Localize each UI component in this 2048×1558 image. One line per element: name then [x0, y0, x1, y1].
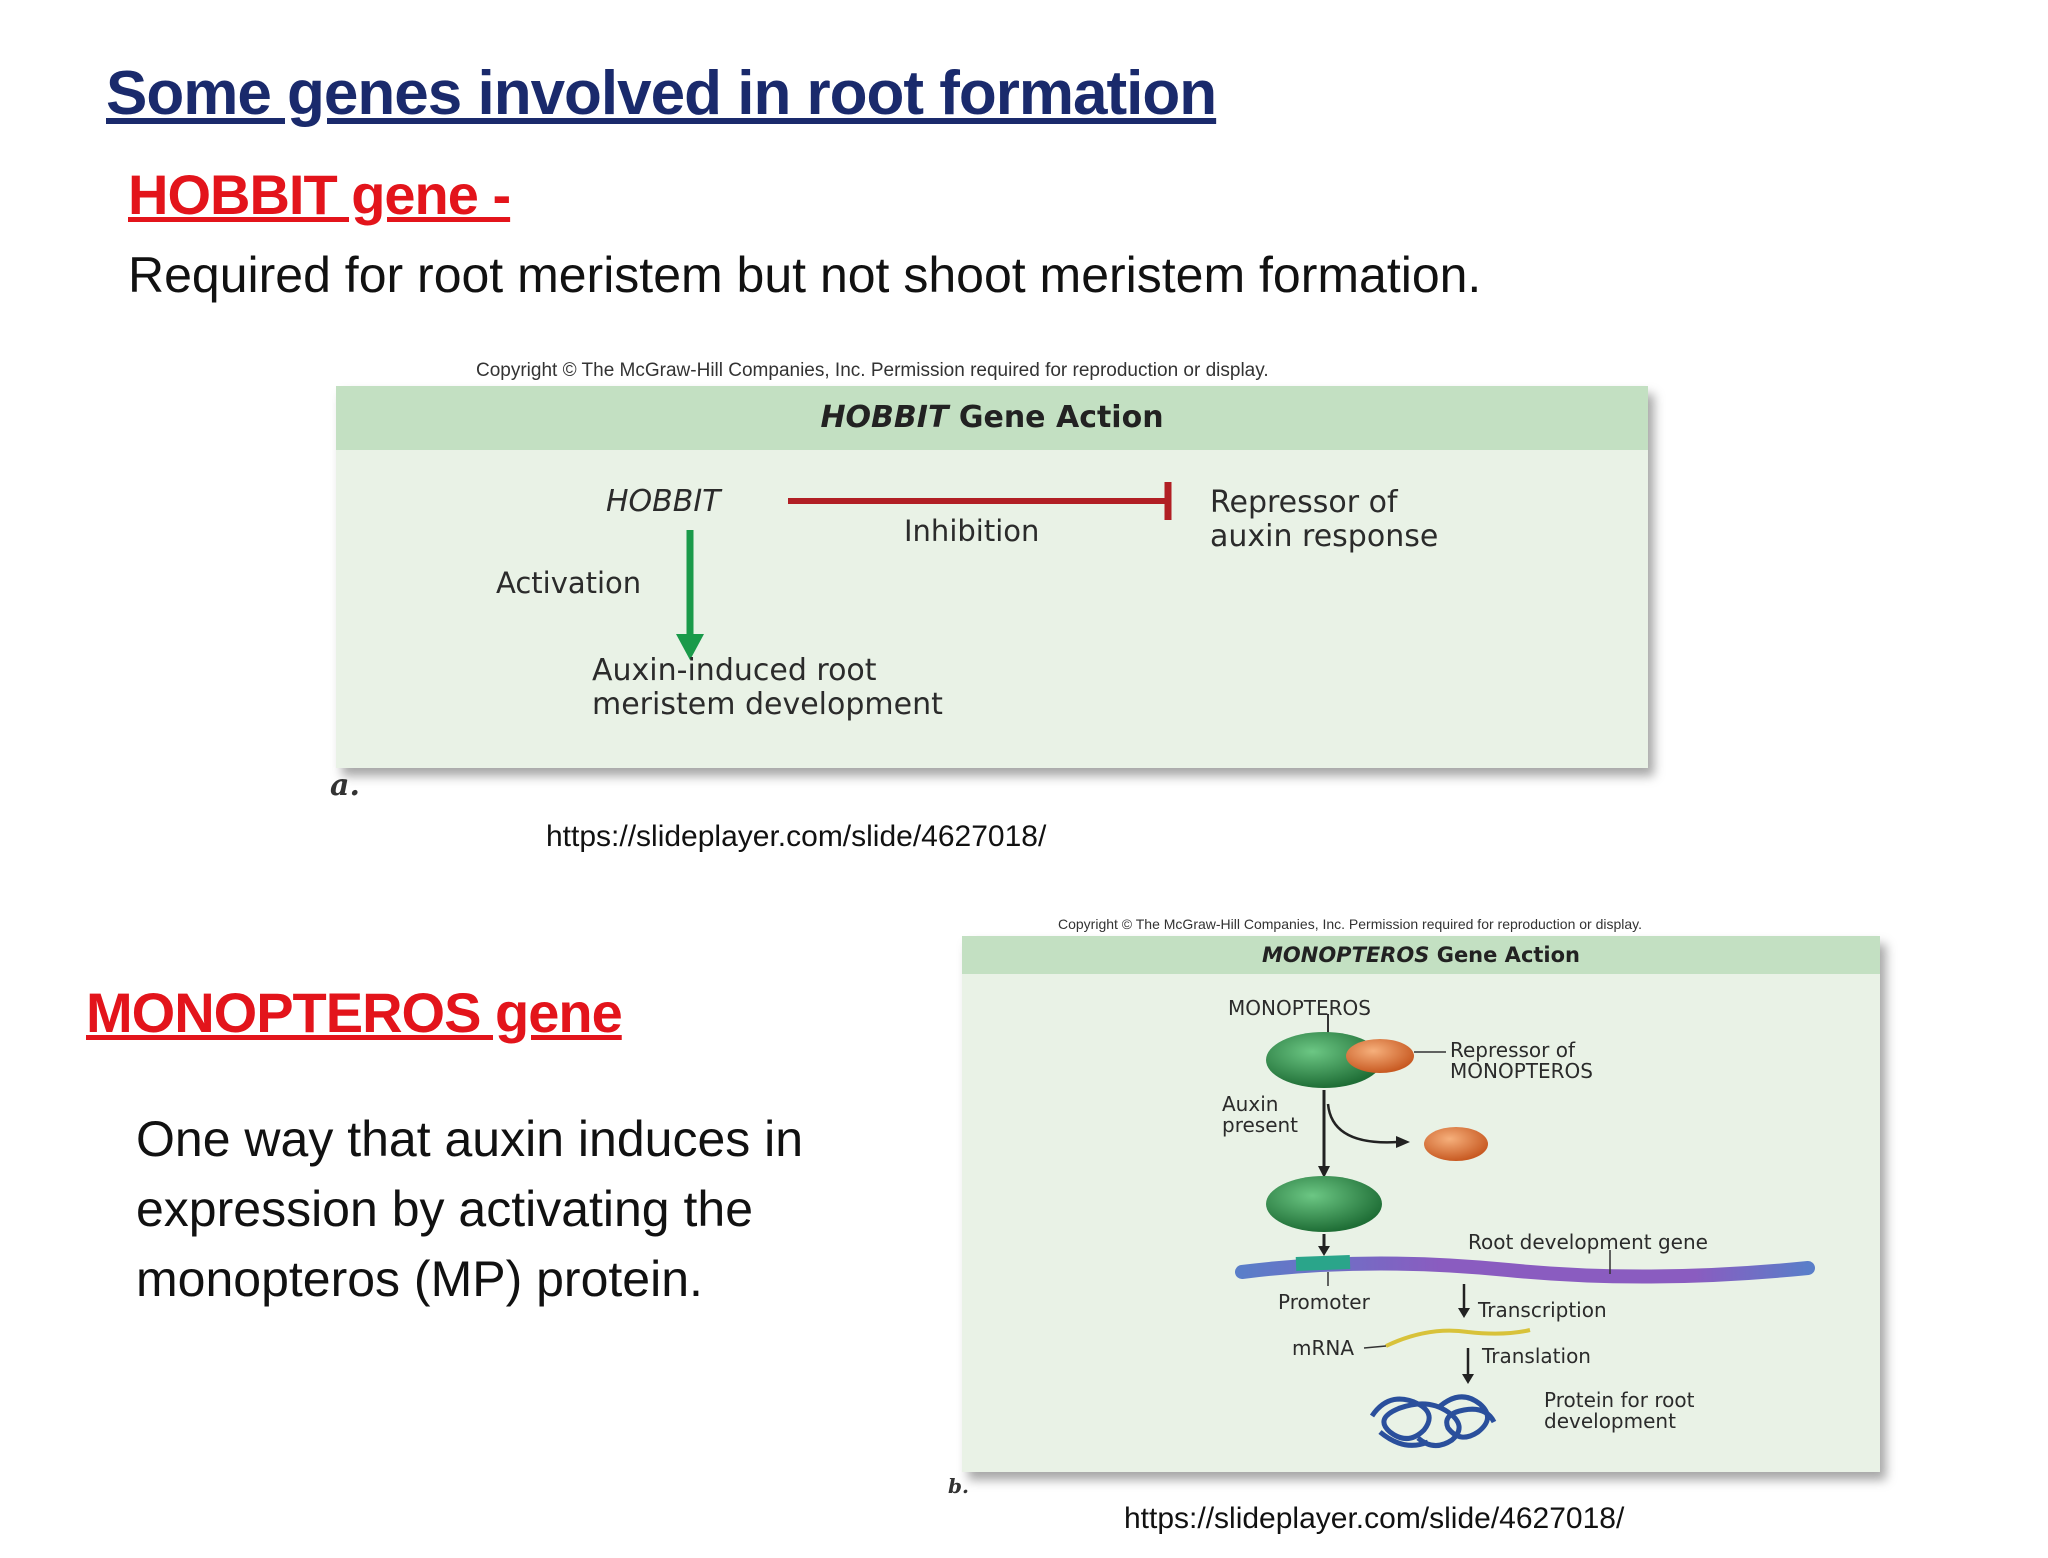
figure-b-header: MONOPTEROS Gene Action [962, 936, 1880, 974]
mrna-label: mRNA [1292, 1336, 1355, 1360]
protein-line-2: development [1544, 1409, 1676, 1433]
outcome-label: Auxin-induced root meristem development [592, 654, 943, 722]
figure-b-header-gene: MONOPTEROS [1262, 943, 1430, 967]
mp-repressor-label: Repressor of MONOPTEROS [1450, 1040, 1593, 1082]
mp-repressor-line-2: MONOPTEROS [1450, 1059, 1593, 1083]
auxin-present-label: Auxin present [1222, 1094, 1298, 1136]
monopteros-description: One way that auxin induces in expression… [136, 1111, 804, 1307]
hobbit-gene-label: HOBBIT [606, 484, 721, 519]
monopteros-source-url[interactable]: https://slideplayer.com/slide/4627018/ [1124, 1502, 1625, 1535]
translation-label: Translation [1482, 1344, 1591, 1368]
monopteros-heading: MONOPTEROS gene [86, 981, 623, 1044]
figure-a-header-rest: Gene Action [948, 400, 1164, 435]
figure-a-copyright: Copyright © The McGraw-Hill Companies, I… [476, 360, 1269, 381]
repressor-line-2: auxin response [1210, 519, 1439, 554]
mp-to-dna-arrowhead [1318, 1246, 1330, 1256]
repressor-bound [1346, 1039, 1414, 1073]
hobbit-figure: Copyright © The McGraw-Hill Companies, I… [330, 352, 1670, 803]
inhibition-label: Inhibition [904, 514, 1040, 548]
repressor-label: Repressor of auxin response [1210, 486, 1438, 554]
promoter-label: Promoter [1278, 1290, 1370, 1314]
figure-b-copyright: Copyright © The McGraw-Hill Companies, I… [1058, 916, 1643, 932]
repressor-free [1424, 1127, 1488, 1161]
figure-b-letter: b. [948, 1474, 969, 1498]
figure-b-header-rest: Gene Action [1429, 943, 1580, 967]
protein-label: Protein for root development [1544, 1390, 1694, 1432]
monopteros-figure: Copyright © The McGraw-Hill Companies, I… [948, 912, 1908, 1502]
protein-coil [1369, 1394, 1497, 1448]
root-gene-label: Root development gene [1468, 1230, 1708, 1254]
translation-arrowhead [1462, 1374, 1474, 1384]
outcome-line-2: meristem development [592, 687, 943, 722]
activation-arrowhead [676, 634, 704, 660]
mp-gene-label: MONOPTEROS [1228, 996, 1371, 1020]
figure-b-panel: MONOPTEROS Gene Action [962, 936, 1880, 1472]
transcription-label: Transcription [1478, 1298, 1607, 1322]
hobbit-heading: HOBBIT gene - [128, 163, 511, 226]
outcome-line-1: Auxin-induced root [592, 653, 877, 688]
release-arrow [1326, 1103, 1399, 1144]
hobbit-source-url[interactable]: https://slideplayer.com/slide/4627018/ [546, 820, 1047, 853]
figure-a-header: HOBBIT Gene Action [336, 386, 1648, 450]
slide-title: Some genes involved in root formation [106, 59, 1217, 128]
hobbit-description: Required for root meristem but not shoot… [128, 247, 1482, 303]
release-arrowhead [1396, 1136, 1410, 1148]
mrna-strand [1385, 1328, 1531, 1348]
figure-a-letter: a. [330, 768, 360, 803]
auxin-line-1: Auxin [1222, 1092, 1279, 1116]
auxin-line-2: present [1222, 1113, 1299, 1137]
figure-b-diagram [1235, 1014, 1815, 1448]
promoter-region [1295, 1255, 1351, 1271]
figure-a-panel: HOBBIT Gene Action [336, 386, 1648, 768]
mp-repressor-line-1: Repressor of [1450, 1038, 1576, 1062]
mrna-tick [1363, 1345, 1387, 1349]
mp-protein-active [1266, 1176, 1382, 1232]
protein-line-1: Protein for root [1544, 1388, 1695, 1412]
activation-label: Activation [496, 566, 642, 600]
auxin-arrowhead [1318, 1166, 1330, 1178]
repressor-line-1: Repressor of [1210, 485, 1398, 520]
figure-a-header-gene: HOBBIT [820, 400, 949, 435]
figure-a-diagram [676, 482, 1172, 660]
transcription-arrowhead [1458, 1308, 1470, 1318]
